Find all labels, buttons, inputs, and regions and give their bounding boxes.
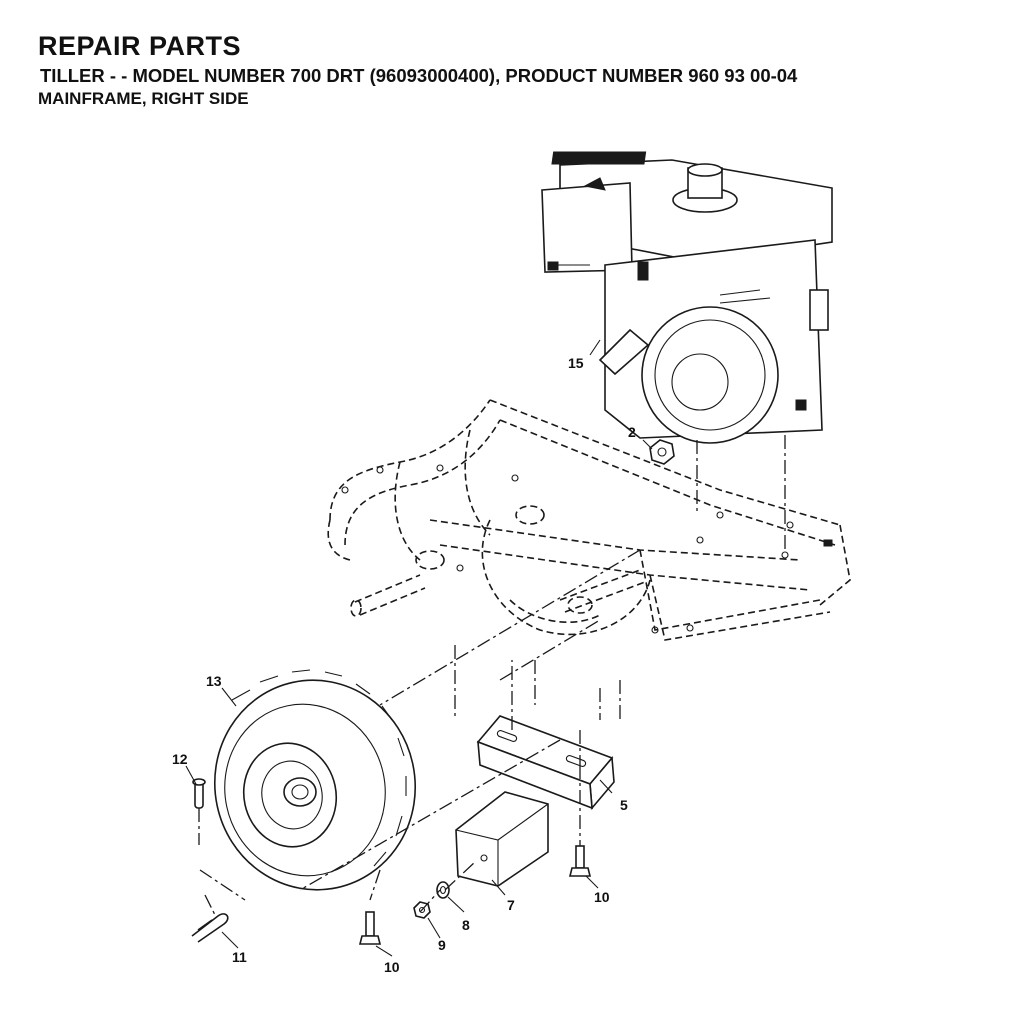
- mounting-bracket: [476, 715, 615, 810]
- page-title: REPAIR PARTS: [38, 31, 242, 61]
- callout-15: 15: [568, 355, 584, 371]
- model-subtitle: TILLER - - MODEL NUMBER 700 DRT (9609300…: [40, 65, 798, 86]
- engine: [541, 151, 833, 444]
- section-title: MAINFRAME, RIGHT SIDE: [38, 89, 249, 108]
- callout-7: 7: [507, 897, 515, 913]
- hex-nut-part-2: [642, 439, 675, 465]
- callout-8: 8: [462, 917, 470, 933]
- alignment-lines: [198, 435, 786, 916]
- hairpin-clip: [191, 913, 229, 943]
- callout-13: 13: [206, 673, 222, 689]
- tiller-frame-phantom: [327, 399, 851, 641]
- callout-10-right: 10: [594, 889, 610, 905]
- callout-11: 11: [232, 949, 247, 965]
- callout-2: 2: [628, 424, 636, 440]
- clevis-pin: [192, 778, 206, 809]
- leader-lines: [185, 339, 613, 957]
- weight-block: [455, 791, 549, 887]
- callout-10-left: 10: [384, 959, 400, 975]
- wheel-tire: [213, 669, 417, 891]
- callout-numbers: 15 2 13 12 5 7 8 9 10 10 11: [172, 355, 636, 975]
- callout-5: 5: [620, 797, 628, 813]
- callout-12: 12: [172, 751, 188, 767]
- callout-9: 9: [438, 937, 446, 953]
- page-header: REPAIR PARTS TILLER - - MODEL NUMBER 700…: [38, 30, 1008, 110]
